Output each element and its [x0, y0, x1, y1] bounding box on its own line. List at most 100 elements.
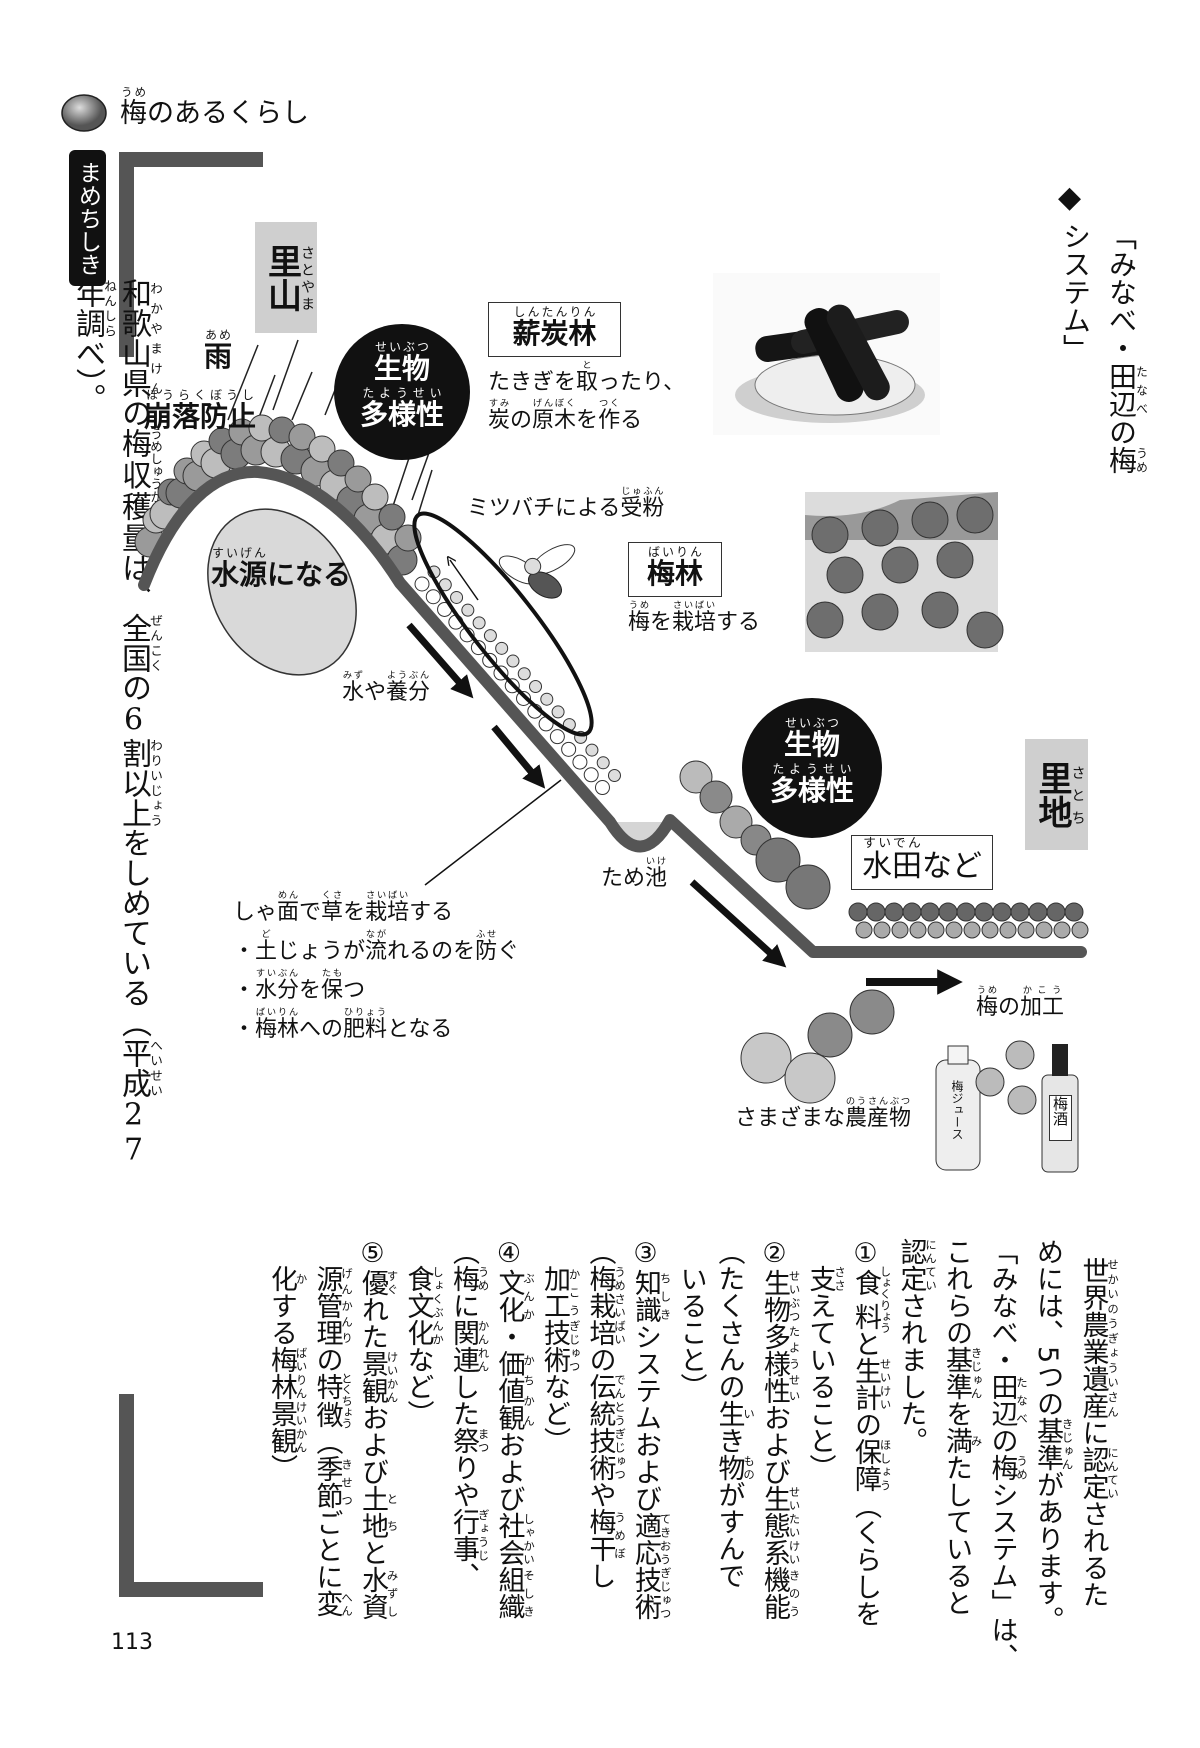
slope-leader-line [424, 779, 562, 886]
slope-tree [755, 837, 801, 883]
paddy-plant [902, 902, 922, 922]
slope-bullet: ・水分すいぶんを保たもつ [233, 968, 366, 1003]
paddy-fruit [1017, 921, 1035, 939]
forest-tree [378, 503, 406, 531]
pond-label: ため池いけ [601, 856, 668, 891]
text-line: これらの基準きじゅんを満みたしていると [941, 1238, 984, 1616]
paddy-fruit [945, 921, 963, 939]
ume-blossom [472, 616, 486, 630]
ume-blossom [461, 603, 475, 617]
coppice-title-box: 薪炭林しんたんりん [488, 302, 621, 357]
paddy-fruit [909, 921, 927, 939]
landslide-prevention-label: 崩落防止ほうらくぼうし [144, 388, 257, 433]
bracket-top-horizontal [119, 152, 263, 167]
orchard-tree [936, 541, 974, 579]
paddy-crops [848, 902, 1089, 939]
paddy-plant [956, 902, 976, 922]
orchard-tree [861, 509, 899, 547]
paddy-fruit [1071, 921, 1089, 939]
ume-blossom [516, 690, 532, 706]
slope-tree [719, 805, 753, 839]
ume-orchard-illustration [805, 492, 1004, 652]
pollination-arrow [450, 560, 479, 601]
ume-blossom [585, 743, 599, 757]
water-nutrients-label: 水みずや養分ようぶん [342, 670, 431, 705]
slope-tree [785, 864, 831, 910]
biodiversity-label-1: 生物せいぶつ 多様性たようせい [344, 340, 460, 432]
trivia-label: まめちしき [69, 150, 106, 286]
text-line: 源管理げんかんりの特徴とくちょう（季節きせつごとに変へん [311, 1265, 355, 1618]
slope-tree [699, 780, 733, 814]
ume-blossom [483, 629, 497, 643]
slope-title: しゃ面めんで草くさを栽培さいばいする [233, 890, 454, 925]
forest-tree [327, 449, 355, 477]
ume-blossom [551, 705, 565, 719]
criterion-3: ③知識ちしきシステムおよび適応てきおう技術ぎじゅつ [630, 1238, 673, 1620]
forest-tree [344, 465, 372, 493]
paddy-plant [920, 902, 940, 922]
coppice-desc-1: たきぎを取とったり、 [488, 360, 686, 395]
ume-blossom [596, 756, 610, 770]
ume-forest-desc: 梅うめを栽培さいばいする [628, 600, 761, 635]
ume-processing-label: 梅うめの加工かこう [976, 985, 1065, 1020]
text-line: 化かする梅林ばいりん景観けいかん） [266, 1265, 309, 1481]
ume-blossom [414, 576, 430, 592]
text-line: 支ささえていること） [804, 1265, 848, 1481]
orchard-tree [806, 601, 844, 639]
rain-label: 雨あめ [204, 328, 233, 373]
forest-tree [288, 423, 316, 451]
lower-trees [679, 760, 831, 910]
produce-label: さまざまな農産物のうさんぶつ [735, 1096, 912, 1131]
paddy-plant [848, 902, 868, 922]
ume-forest-title-box: 梅林ばいりん [628, 542, 722, 597]
flow-arrow-2 [491, 724, 546, 789]
paddy-fruit [1053, 921, 1071, 939]
paddy-fruit [927, 921, 945, 939]
pollination-label: ミツバチによる受粉じゅふん [467, 486, 665, 521]
page-number: 113 [111, 1630, 153, 1655]
paddy-fruit [873, 921, 891, 939]
bee-illustration [498, 544, 576, 599]
criterion-5: ⑤優すぐれた景観けいかんおよび土地とちと水資みずし [357, 1238, 400, 1620]
ume-blossom [506, 654, 520, 668]
ume-blossom [540, 692, 554, 706]
paddy-plant [974, 902, 994, 922]
forest-tree [361, 483, 389, 511]
water-source-area [207, 508, 357, 676]
juice-bottle-label: 梅ジュース [950, 1080, 964, 1140]
ground-line [138, 465, 1087, 958]
heading-title: 「みなべ・田辺たなべの梅うめシステム」 [1059, 222, 1149, 474]
text-line: 加工かこう技術ぎじゅつなど） [539, 1265, 582, 1454]
text-line: （梅うめ栽培さいばいの伝統でんとう技術ぎじゅつや梅干うめぼし [584, 1238, 628, 1589]
paddy-fruit [981, 921, 999, 939]
biodiversity-line-2: 多様性たようせい [359, 386, 444, 431]
orchard-tree [956, 496, 994, 534]
orchard-tree [881, 546, 919, 584]
paddy-fruit [963, 921, 981, 939]
paddy-fruit [891, 921, 909, 939]
ume-blossom [495, 641, 509, 655]
bracket-bottom-horizontal [119, 1582, 263, 1597]
pollination-ellipse [412, 511, 594, 737]
ume-blossom [572, 754, 588, 770]
bracket-top-vertical [119, 152, 134, 357]
ume-blossom [561, 741, 577, 757]
forest-tree [308, 435, 336, 463]
paddy-title-box: 水田すいでんなど [851, 835, 993, 890]
paddy-plant [1028, 902, 1048, 922]
paddy-plant [1010, 902, 1030, 922]
criterion-1: ①食料しょくりょうと生計せいけいの保障ほしょう（くらしを [850, 1238, 893, 1628]
paddy-plant [884, 902, 904, 922]
biodiversity-line-1: 生物せいぶつ [783, 716, 840, 761]
water-source-label: 水源すいげんになる [211, 546, 352, 591]
ume-blossom [517, 667, 531, 681]
biodiversity-line-2: 多様性たようせい [769, 762, 854, 807]
orchard-tree [826, 556, 864, 594]
criterion-4: ④文化ぶんか・価値観かちかんおよび社会しゃかい組織そしき [493, 1238, 537, 1620]
paddy-plant [992, 902, 1012, 922]
orchard-tree [861, 593, 899, 631]
paddy-plant [1064, 902, 1084, 922]
paddy-fruit [999, 921, 1017, 939]
text-line: （たくさんの生いき物ものがすんで [713, 1238, 757, 1589]
liquor-bottle-label: 梅酒 [1049, 1095, 1072, 1141]
